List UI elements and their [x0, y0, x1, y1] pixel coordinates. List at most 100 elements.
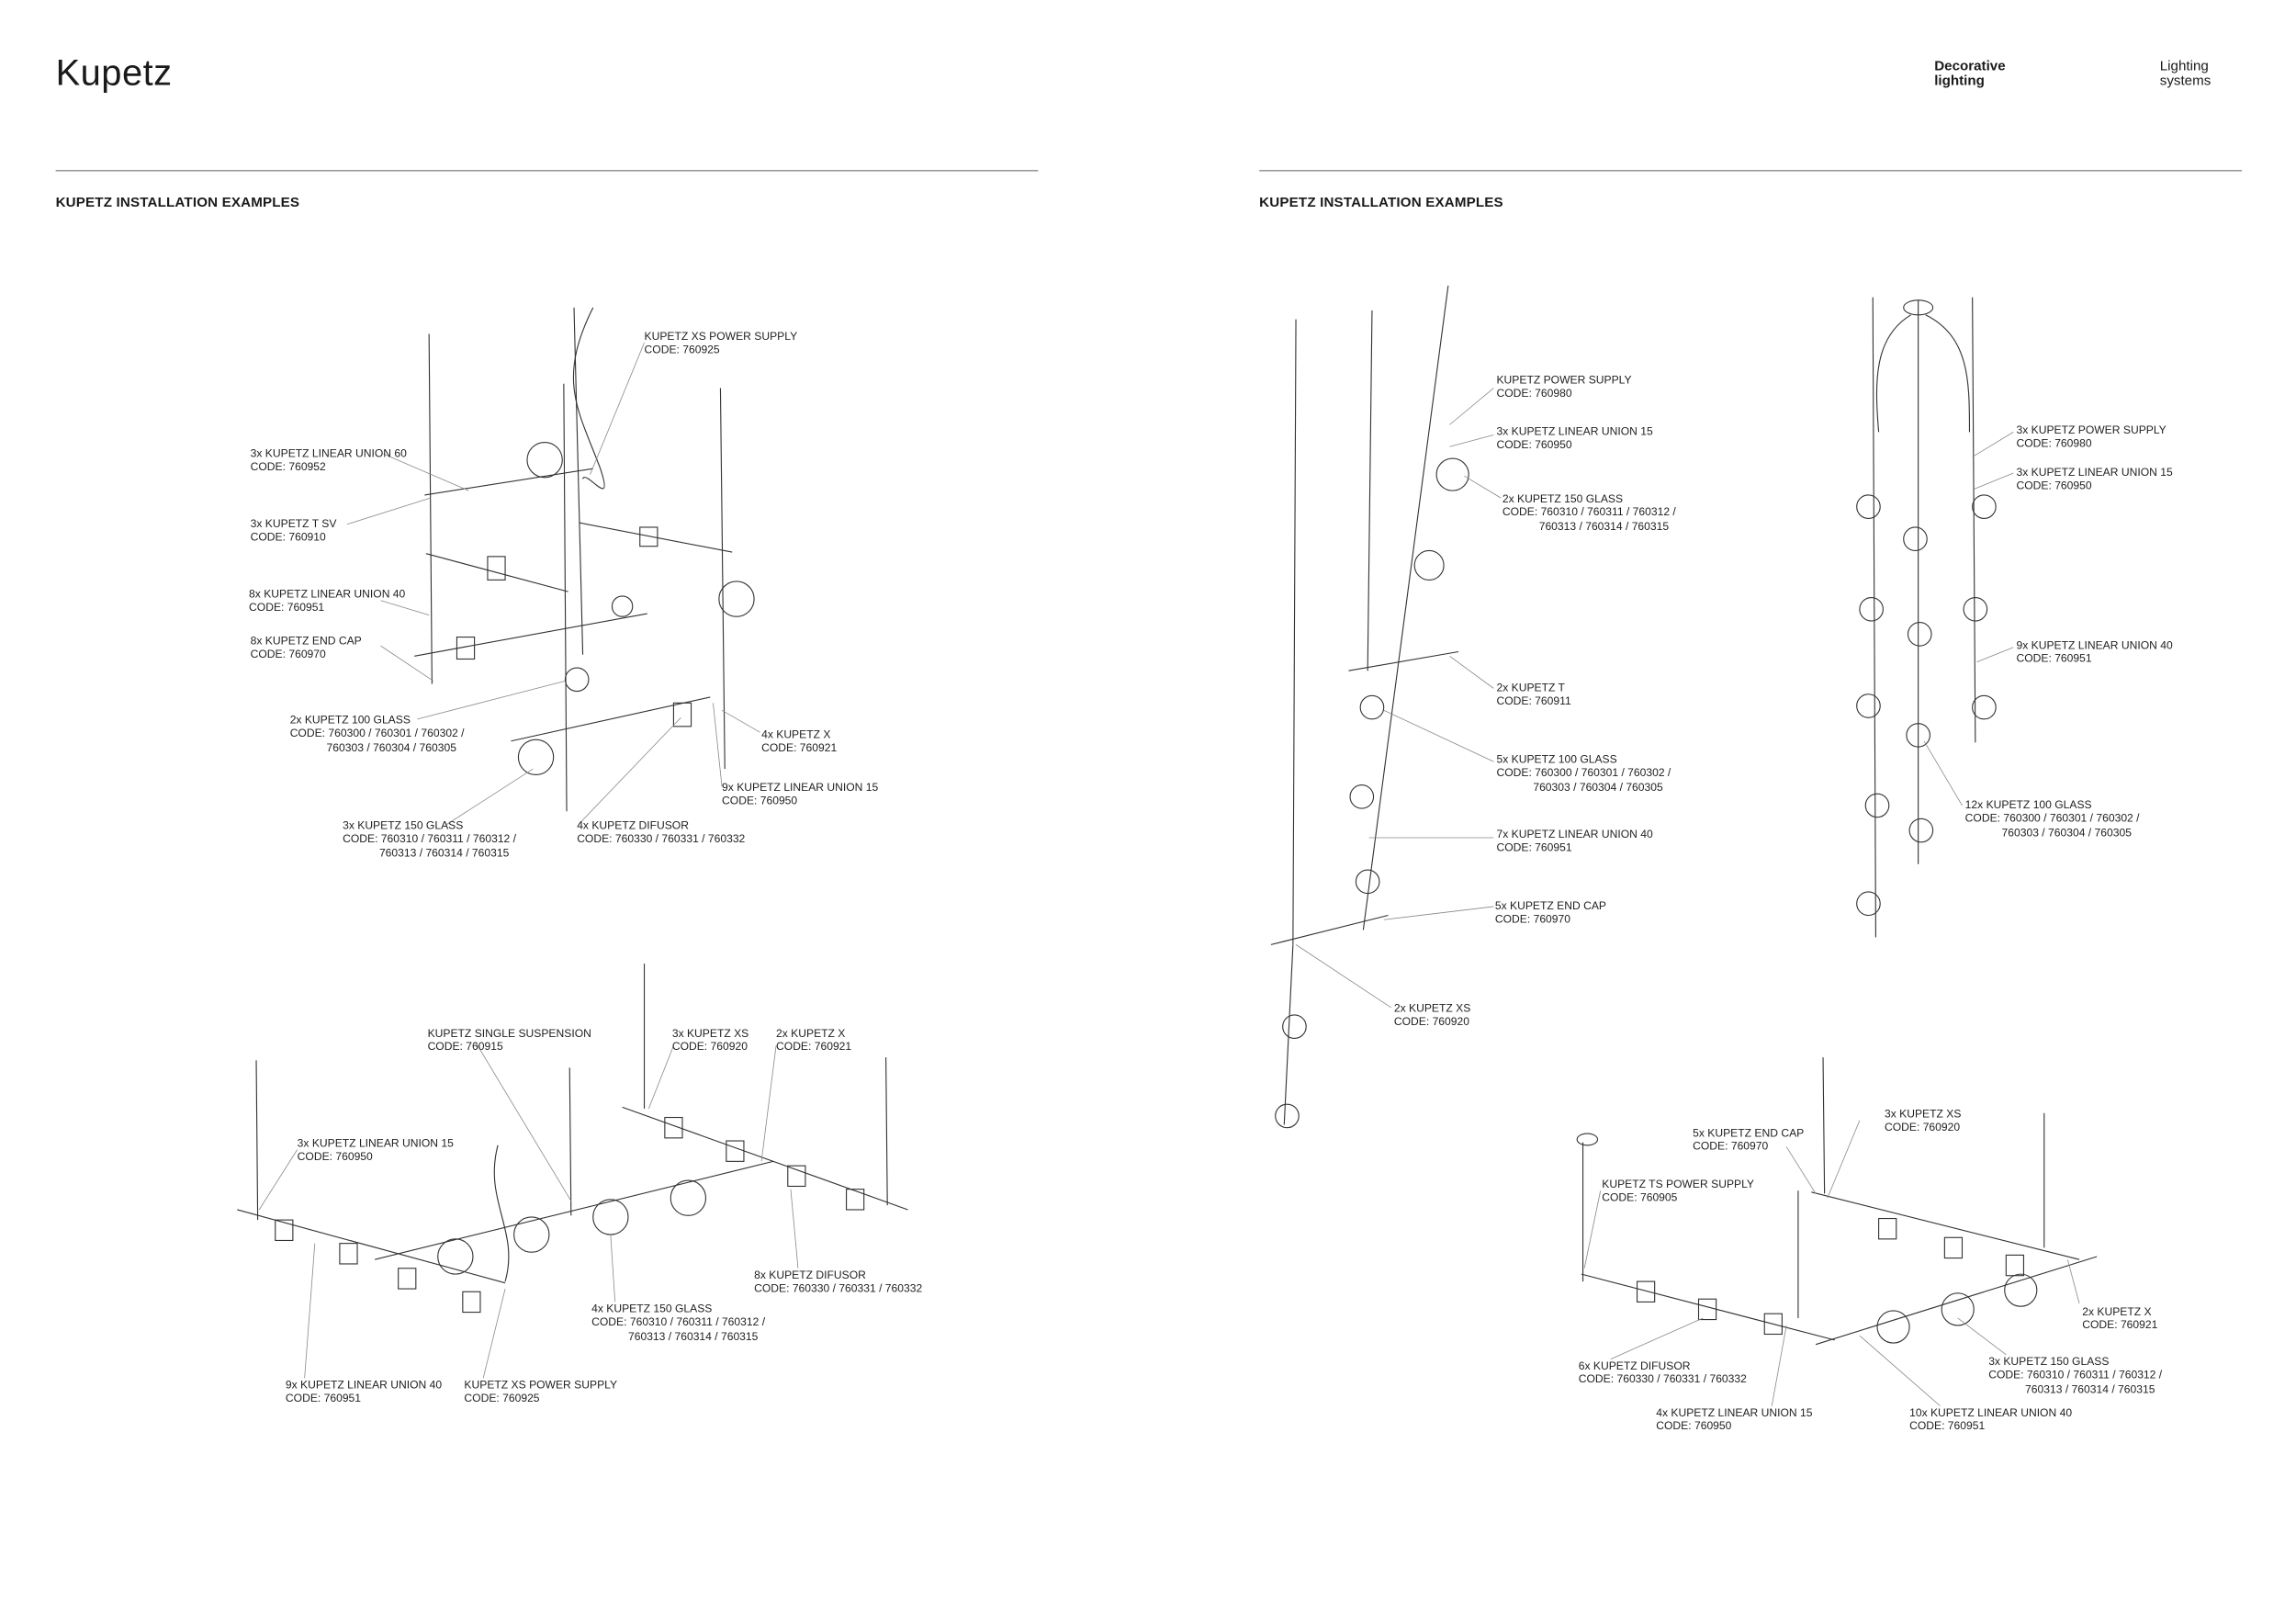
part-name: 9x KUPETZ LINEAR UNION 40: [285, 1378, 443, 1392]
part-code: CODE: 760310 / 760311 / 760312 /: [591, 1315, 766, 1329]
part-code: 760313 / 760314 / 760315: [378, 846, 510, 860]
part-code: 760313 / 760314 / 760315: [1538, 519, 1670, 534]
part-code: CODE: 760300 / 760301 / 760302 /: [1496, 766, 1671, 780]
part-code: CODE: 760925: [464, 1392, 540, 1405]
part-name: 2x KUPETZ 100 GLASS: [289, 713, 411, 727]
divider-right: [1259, 169, 2243, 172]
part-name: 3x KUPETZ LINEAR UNION 60: [250, 446, 407, 460]
part-name: 4x KUPETZ LINEAR UNION 15: [1656, 1405, 1813, 1419]
part-code: CODE: 760905: [1602, 1190, 1678, 1205]
part-name: 8x KUPETZ LINEAR UNION 40: [249, 587, 406, 601]
part-name: 2x KUPETZ X: [776, 1026, 846, 1041]
part-name: 4x KUPETZ 150 GLASS: [591, 1302, 713, 1315]
part-name: 3x KUPETZ 150 GLASS: [343, 818, 464, 832]
part-name: KUPETZ XS POWER SUPPLY: [464, 1378, 618, 1392]
drawing-example-3: [1270, 285, 1502, 1129]
part-code: CODE: 760330 / 760331 / 760332: [754, 1281, 923, 1296]
part-name: 3x KUPETZ LINEAR UNION 15: [2016, 466, 2173, 479]
part-name: 4x KUPETZ X: [761, 727, 831, 741]
part-code: 760303 / 760304 / 760305: [326, 740, 456, 754]
part-code: CODE: 760330 / 760331 / 760332: [1578, 1372, 1747, 1386]
part-code: CODE: 760951: [249, 601, 325, 615]
part-code: CODE: 760920: [1393, 1015, 1469, 1029]
part-name: 2x KUPETZ X: [2082, 1304, 2152, 1318]
part-code: CODE: 760950: [1496, 438, 1572, 452]
part-name: 4x KUPETZ DIFUSOR: [577, 818, 689, 832]
part-code: CODE: 760970: [1693, 1140, 1769, 1154]
part-name: KUPETZ XS POWER SUPPLY: [644, 329, 798, 344]
part-name: 3x KUPETZ XS: [671, 1026, 749, 1041]
part-code: CODE: 760951: [1496, 840, 1572, 855]
nav-decorative-lighting[interactable]: Decorative lighting: [1934, 58, 2006, 90]
part-code: CODE: 760952: [250, 460, 326, 474]
part-code: 760313 / 760314 / 760315: [2025, 1382, 2155, 1396]
divider-left: [55, 169, 1039, 172]
part-name: KUPETZ TS POWER SUPPLY: [1602, 1177, 1755, 1191]
part-code: CODE: 760330 / 760331 / 760332: [577, 832, 746, 846]
part-name: 3x KUPETZ XS: [1884, 1107, 1962, 1121]
part-code: CODE: 760915: [427, 1040, 503, 1054]
part-code: 760313 / 760314 / 760315: [627, 1329, 759, 1343]
part-code: CODE: 760950: [1656, 1419, 1732, 1433]
part-code: CODE: 760951: [2016, 652, 2092, 666]
part-code: CODE: 760950: [2016, 479, 2092, 493]
part-code: CODE: 760950: [722, 794, 798, 808]
part-name: 2x KUPETZ 150 GLASS: [1502, 491, 1624, 506]
part-code: CODE: 760921: [761, 741, 838, 755]
part-code: CODE: 760910: [250, 530, 326, 545]
part-name: 3x KUPETZ LINEAR UNION 15: [297, 1136, 454, 1150]
part-name: 12x KUPETZ 100 GLASS: [1964, 797, 2092, 812]
part-code: CODE: 760980: [1496, 387, 1572, 400]
part-code: CODE: 760921: [2082, 1318, 2158, 1332]
part-name: 3x KUPETZ 150 GLASS: [1988, 1354, 2110, 1369]
part-code: CODE: 760925: [644, 343, 720, 357]
part-code: 760303 / 760304 / 760305: [2001, 825, 2132, 840]
part-name: 9x KUPETZ LINEAR UNION 15: [722, 780, 879, 795]
nav-lighting-systems[interactable]: Lighting systems: [2159, 58, 2212, 90]
part-name: 2x KUPETZ XS: [1393, 1001, 1471, 1015]
drawing-example-4: [1856, 297, 2014, 938]
part-name: 2x KUPETZ T: [1496, 681, 1565, 694]
part-code: 760303 / 760304 / 760305: [1533, 780, 1663, 794]
part-name: 5x KUPETZ 100 GLASS: [1496, 752, 1617, 766]
part-code: CODE: 760951: [1909, 1419, 1986, 1433]
part-code: CODE: 760310 / 760311 / 760312 /: [1502, 505, 1676, 520]
drawing-example-1: [346, 307, 760, 825]
brand-logo: Kupetz: [55, 52, 173, 95]
part-name: 8x KUPETZ END CAP: [250, 634, 362, 648]
part-code: CODE: 760310 / 760311 / 760312 /: [1988, 1368, 2163, 1382]
part-name: 6x KUPETZ DIFUSOR: [1578, 1359, 1691, 1372]
part-name: 3x KUPETZ T SV: [250, 516, 337, 531]
